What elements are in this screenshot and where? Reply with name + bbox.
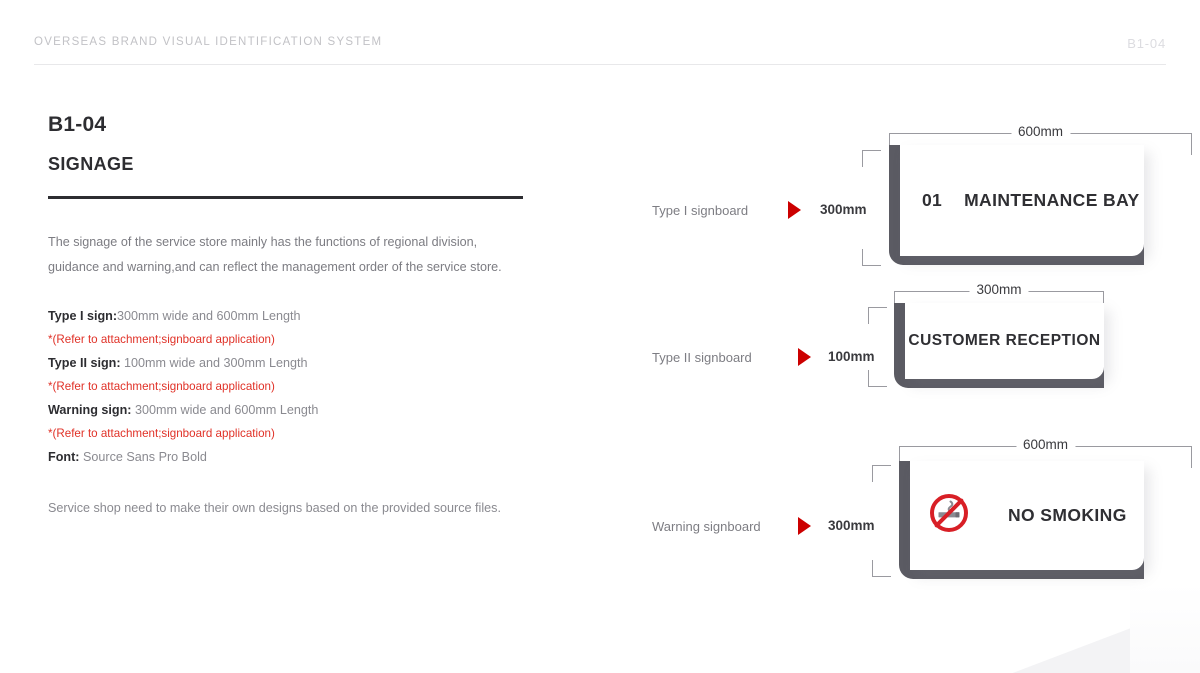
spec-value: Source Sans Pro Bold — [79, 449, 207, 464]
spec-item: Warning sign: 300mm wide and 600mm Lengt… — [48, 399, 538, 423]
width-dimension-value: 300mm — [969, 280, 1029, 300]
bracket-corner-bottom — [862, 249, 881, 266]
signboard-type-ii[interactable]: CUSTOMER RECEPTION — [894, 303, 1104, 388]
specimen-label: Warning signboard — [652, 519, 761, 534]
bracket-corner-bottom — [868, 370, 887, 387]
signboard-number: 01 — [922, 190, 943, 210]
bracket-tick-left — [894, 291, 895, 313]
specimen-type-ii: Type II signboard 100mm 300mm CUSTOMER R… — [640, 275, 1180, 423]
bracket-tick-right — [1191, 446, 1192, 468]
specimen-label: Type II signboard — [652, 350, 752, 365]
bracket-tick-right — [1103, 291, 1104, 313]
signboard-specimens: Type I signboard 300mm 600mm 01 MAINTENA… — [640, 100, 1192, 598]
signboard-type-i[interactable]: 01 MAINTENANCE BAY — [889, 145, 1144, 265]
spec-note: *(Refer to attachment;signboard applicat… — [48, 333, 275, 347]
width-dimension-bracket: 300mm — [894, 280, 1104, 313]
watermark-triangle — [960, 598, 1200, 673]
bracket-corner-top — [862, 150, 881, 167]
signboard-text: CUSTOMER RECEPTION — [908, 332, 1101, 349]
page-title: SIGNAGE — [48, 154, 134, 175]
header-page-code: B1-04 — [1127, 36, 1166, 51]
signboard-text: MAINTENANCE BAY — [964, 190, 1140, 210]
spec-item: Type II sign: 100mm wide and 300mm Lengt… — [48, 352, 538, 376]
bracket-tick-left — [889, 133, 890, 155]
triangle-marker-icon — [798, 517, 811, 535]
signboard-content: CUSTOMER RECEPTION — [905, 332, 1104, 350]
signboard-text: NO SMOKING — [1008, 505, 1127, 525]
height-dimension-value: 300mm — [820, 202, 867, 217]
signboard-face: 01 MAINTENANCE BAY — [900, 145, 1144, 256]
specimen-type-i: Type I signboard 300mm 600mm 01 MAINTENA… — [640, 100, 1192, 275]
triangle-marker-icon — [798, 348, 811, 366]
height-dimension-bracket — [868, 307, 887, 387]
header-title: OVERSEAS BRAND VISUAL IDENTIFICATION SYS… — [34, 36, 383, 48]
width-dimension-bracket: 600mm — [889, 122, 1192, 155]
intro-paragraph: The signage of the service store mainly … — [48, 234, 502, 274]
outro-paragraph: Service shop need to make their own desi… — [48, 501, 501, 516]
title-underline — [48, 195, 523, 199]
specification-list: Type I sign:300mm wide and 600mm Length … — [48, 305, 538, 470]
bracket-corner-bottom — [872, 560, 891, 577]
page-header: OVERSEAS BRAND VISUAL IDENTIFICATION SYS… — [0, 0, 1200, 66]
spec-label: Warning sign: — [48, 402, 132, 417]
height-dimension-value: 300mm — [828, 518, 875, 533]
specimen-label: Type I signboard — [652, 203, 749, 218]
signboard-face: NO SMOKING — [910, 461, 1144, 570]
bracket-tick-right — [1191, 133, 1192, 155]
spec-note: *(Refer to attachment;signboard applicat… — [48, 427, 275, 441]
spec-label: Type I sign: — [48, 308, 118, 323]
left-content-column: B1-04 SIGNAGE The signage of the service… — [48, 112, 538, 521]
document-code: B1-04 — [48, 113, 107, 136]
spec-label: Font: — [48, 449, 80, 464]
width-dimension-bracket: 600mm — [899, 435, 1192, 468]
header-divider — [34, 64, 1166, 65]
bracket-tick-left — [899, 446, 900, 468]
spec-item: Type I sign:300mm wide and 600mm Length — [48, 305, 538, 329]
width-dimension-value: 600mm — [1010, 122, 1071, 142]
spec-item-font: Font: Source Sans Pro Bold — [48, 446, 538, 470]
signboard-content: 01 MAINTENANCE BAY — [900, 190, 1144, 211]
spec-note: *(Refer to attachment;signboard applicat… — [48, 380, 275, 394]
bracket-corner-top — [868, 307, 887, 324]
height-dimension-value: 100mm — [828, 349, 875, 364]
signboard-content: NO SMOKING — [910, 492, 1144, 539]
specimen-warning: Warning signboard 300mm 600mm — [640, 423, 1192, 598]
signboard-face: CUSTOMER RECEPTION — [905, 303, 1104, 379]
width-dimension-value: 600mm — [1015, 435, 1076, 455]
spec-value: 300mm wide and 600mm Length — [131, 402, 319, 417]
spec-value: 100mm wide and 300mm Length — [120, 355, 308, 370]
bracket-corner-top — [872, 465, 891, 482]
spec-label: Type II sign: — [48, 355, 121, 370]
spec-value: 300mm wide and 600mm Length — [117, 308, 301, 323]
signboard-warning[interactable]: NO SMOKING — [899, 461, 1144, 579]
no-smoking-icon — [928, 492, 970, 539]
triangle-marker-icon — [788, 201, 801, 219]
height-dimension-bracket — [872, 465, 891, 577]
height-dimension-bracket — [862, 150, 881, 266]
